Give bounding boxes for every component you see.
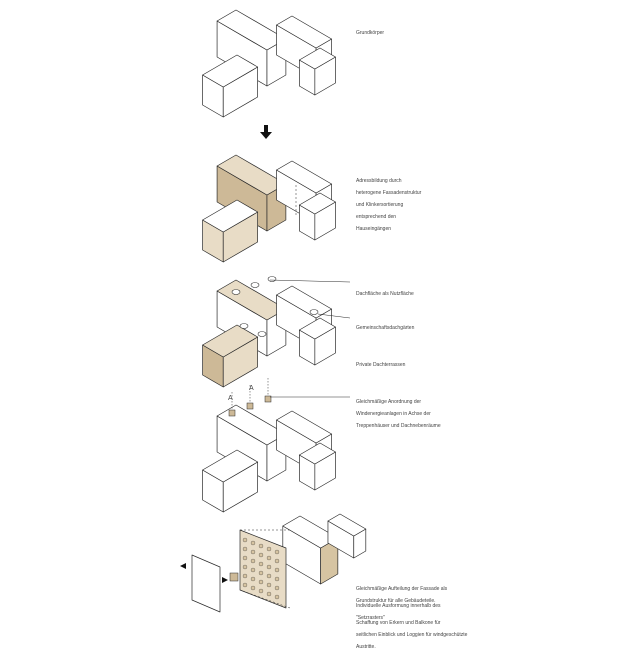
facade-panel-hole	[258, 552, 264, 558]
roof-garden-icon	[309, 309, 319, 315]
left-arrow-icon	[180, 563, 186, 569]
facade-panel-hole	[250, 576, 256, 582]
label-line: Austritte.	[356, 644, 376, 650]
stage2-block-wing-bottom-top	[202, 199, 258, 233]
label-line: Schaffung von Erkern und Balkone für	[356, 620, 441, 626]
facade-panel-hole	[258, 543, 264, 549]
facade-panel-hole	[266, 555, 272, 561]
stage2-block-wing-left-top	[216, 154, 287, 196]
stage1-block-wing-right-top	[276, 15, 332, 49]
label-line: Windenergieanlagen in Achse der	[356, 411, 431, 417]
facade-panel-hole	[266, 591, 272, 597]
stage4-block-wing-right-top	[276, 410, 332, 444]
stage5-block-left-top	[282, 515, 339, 549]
facade-panel-hole	[258, 579, 264, 585]
stage2-block-wing-right-end-top	[299, 192, 336, 215]
label-fassade-aufteilung: Gleichmäßige Aufteilung der Fassade als …	[356, 580, 447, 610]
facade-panel-hole	[250, 540, 256, 546]
label-gemeinschaftsdachgaerten: Gemeinschaftsdachgärten	[356, 325, 415, 331]
label-line: Treppenhäuser und Dachnebenräume	[356, 423, 441, 429]
facade-panel-hole	[250, 567, 256, 573]
facade-panel-hole	[242, 546, 248, 552]
diagram-artwork	[180, 9, 367, 613]
facade-panel-hole	[266, 573, 272, 579]
facade-panel-hole	[258, 561, 264, 567]
roof-garden-icon	[231, 289, 241, 295]
stage4-block-wing-bottom-top	[202, 449, 258, 483]
right-arrow-icon	[222, 577, 228, 583]
facade-panel-hole	[242, 564, 248, 570]
facade-module-icon	[191, 554, 221, 613]
down-arrow-icon	[260, 132, 272, 139]
label-private-dachterrassen: Private Dachterrassen	[356, 362, 406, 368]
wind-turbine-icon	[246, 402, 254, 410]
facade-panel-hole	[258, 588, 264, 594]
label-windenergie: Gleichmäßige Anordnung der Windenergiean…	[356, 393, 441, 435]
label-line: seitlichen Einblick und Loggien für wind…	[356, 632, 468, 638]
facade-panel-hole	[242, 537, 248, 543]
label-line: Gleichmäßige Aufteilung der Fassade als	[356, 586, 448, 592]
facade-module-icon	[229, 572, 239, 582]
section-marker-a-right: A	[249, 385, 254, 392]
label-line: Individuelle Ausformung innerhalb des	[356, 603, 441, 609]
facade-panel-hole	[266, 546, 272, 552]
facade-panel-hole	[250, 558, 256, 564]
facade-panel-hole	[274, 558, 280, 564]
facade-panel-hole	[274, 549, 280, 555]
label-erker-balkone: Schaffung von Erkern und Balkone für sei…	[356, 614, 467, 656]
facade-panel-hole	[250, 549, 256, 555]
label-line: Hauseingängen	[356, 226, 392, 232]
label-line: Grundstruktur für alle Gebäudeteile.	[356, 598, 436, 604]
label-setzraster: Individuelle Ausformung innerhalb des "S…	[356, 597, 441, 627]
stage3-block-wing-right-top	[276, 285, 332, 319]
label-dachflaeche: Dachfläche als Nutzfläche	[356, 291, 414, 297]
leader-line	[317, 313, 351, 319]
wind-turbine-icon	[264, 395, 272, 403]
facade-panel-hole	[250, 585, 256, 591]
stage4-block-wing-right-end-top	[299, 442, 336, 465]
down-arrow-icon	[264, 125, 268, 133]
roof-garden-icon	[250, 282, 260, 288]
facade-panel-hole	[242, 573, 248, 579]
label-line: entsprechend den	[356, 214, 397, 220]
facade-panel-hole	[242, 582, 248, 588]
label-line: Gleichmäßige Anordnung der	[356, 399, 422, 405]
facade-panel-hole	[242, 555, 248, 561]
stage3-block-wing-right-end-top	[299, 317, 336, 340]
diagram-stage: Grundkörper Adressbildung durch heteroge…	[180, 9, 467, 650]
label-adressbildung: Adressbildung durch heterogene Fassadens…	[356, 172, 421, 238]
facade-panel-hole	[274, 594, 280, 600]
label-line: und Klinkersortierung	[356, 202, 404, 208]
stage2-block-wing-right-top	[276, 160, 332, 194]
leader-line	[269, 279, 351, 283]
section-marker-a-left: A	[228, 395, 233, 402]
label-line: Adressbildung durch	[356, 178, 402, 184]
facade-panel-hole	[258, 570, 264, 576]
roof-garden-icon	[267, 276, 277, 282]
stage3-block-wing-bottom-top	[202, 324, 258, 358]
wind-turbine-icon	[228, 409, 236, 417]
facade-panel-hole	[274, 567, 280, 573]
facade-panel-hole	[266, 582, 272, 588]
stage1-block-wing-bottom-top	[202, 54, 258, 88]
facade-panel-hole	[274, 576, 280, 582]
label-line: "Setzrasters"	[356, 615, 385, 621]
roof-garden-icon	[257, 331, 267, 337]
label-line: heterogene Fassadenstruktur	[356, 190, 422, 196]
facade-panel-hole	[274, 585, 280, 591]
roof-garden-icon	[239, 323, 249, 329]
facade-panel-icon	[239, 529, 287, 609]
stage1-block-wing-right-end-top	[299, 47, 336, 70]
facade-panel-hole	[266, 564, 272, 570]
projection-line	[239, 589, 291, 609]
label-grundkoerper: Grundkörper	[356, 30, 385, 36]
stage1-block-wing-left-top	[216, 9, 287, 51]
stage5-block-right-top	[327, 513, 367, 537]
